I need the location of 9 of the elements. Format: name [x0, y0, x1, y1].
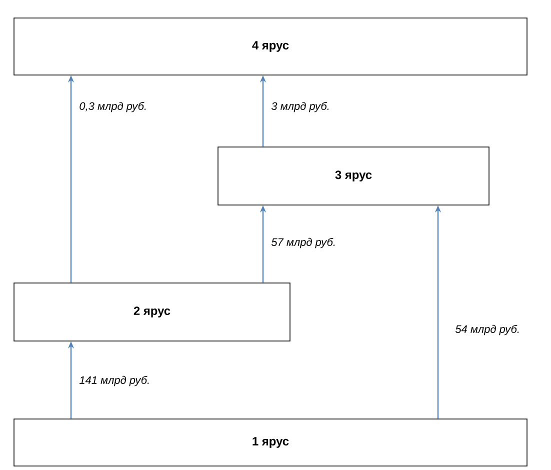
- edge-label: 54 млрд руб.: [454, 324, 521, 336]
- edge-label: 0,3 млрд руб.: [78, 100, 148, 114]
- tier-box: 4 ярус: [14, 18, 528, 76]
- tier-box: 1 ярус: [14, 418, 528, 466]
- edge-label: 3 млрд руб.: [270, 100, 331, 114]
- tier-box: 2 ярус: [14, 282, 290, 342]
- tier-box: 3 ярус: [218, 146, 490, 206]
- edge-label: 57 млрд руб.: [270, 236, 337, 250]
- edge-label: 141 млрд руб.: [78, 374, 152, 388]
